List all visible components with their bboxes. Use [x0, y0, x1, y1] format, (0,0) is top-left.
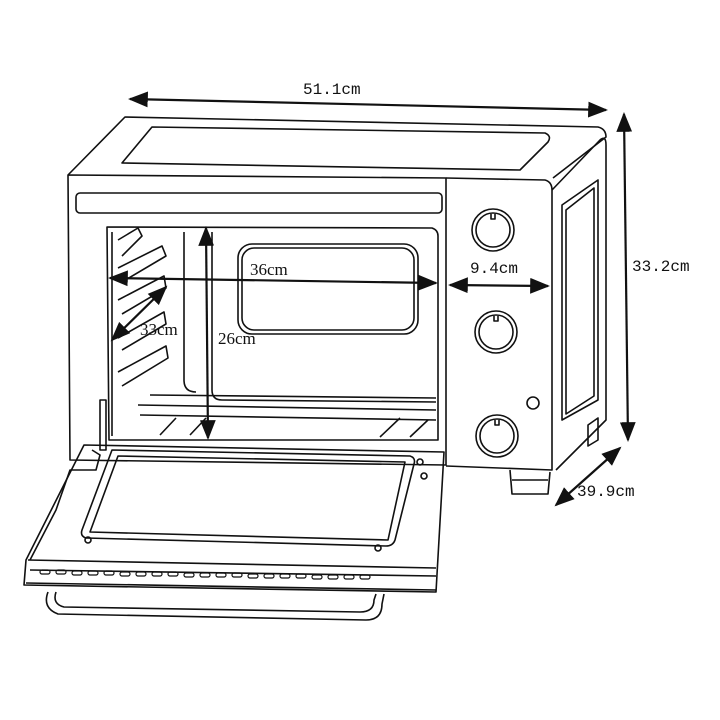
- dim-arrow-overall-height: [616, 112, 636, 442]
- door-vent-slots: [39, 569, 371, 580]
- label-interior-depth: 33cm: [140, 320, 178, 339]
- dim-arrow-interior-depth: [110, 285, 168, 342]
- label-interior-width: 36cm: [250, 260, 288, 279]
- control-panel: [445, 177, 553, 471]
- oven-top: [67, 116, 607, 179]
- dim-arrow-panel-width: [448, 277, 550, 294]
- label-overall-depth: 39.9cm: [577, 483, 635, 501]
- dim-arrow-overall-depth: [554, 446, 622, 507]
- door-handle[interactable]: [45, 591, 385, 621]
- knob-bottom[interactable]: [475, 414, 519, 458]
- oven-front-body: [67, 174, 447, 466]
- knob-middle[interactable]: [474, 310, 518, 354]
- dim-arrow-interior-height: [198, 226, 216, 440]
- indicator-light: [526, 396, 540, 410]
- knob-top[interactable]: [471, 208, 515, 252]
- dim-arrow-overall-width: [128, 91, 608, 118]
- oven-right-side: [551, 137, 607, 471]
- oven-door[interactable]: [23, 399, 445, 593]
- label-overall-height: 33.2cm: [632, 258, 690, 276]
- oven-feet: [509, 469, 551, 495]
- label-panel-width: 9.4cm: [470, 260, 519, 278]
- dim-arrow-interior-width: [108, 270, 438, 291]
- label-overall-width: 51.1cm: [303, 81, 361, 99]
- label-interior-height: 26cm: [218, 329, 256, 348]
